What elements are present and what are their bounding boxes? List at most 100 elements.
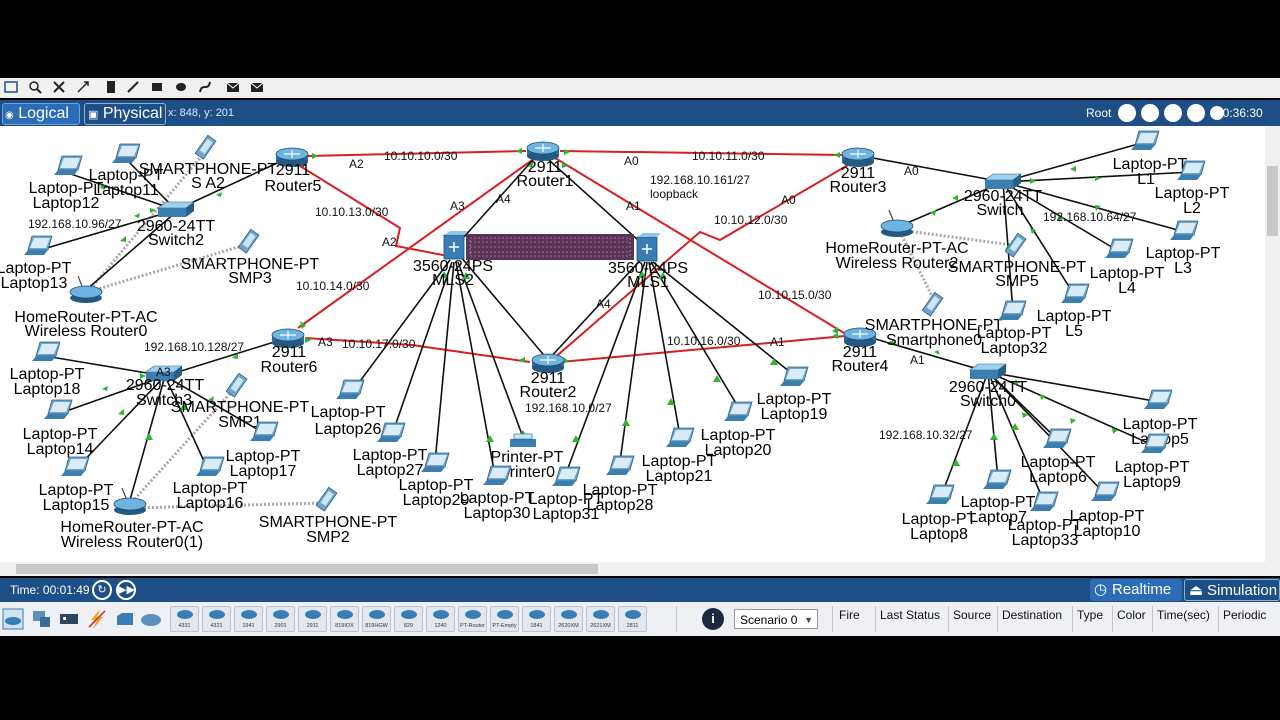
pdu-column-header[interactable]: Time(sec) (1157, 608, 1210, 622)
move-icon[interactable] (1164, 104, 1182, 122)
link-r5-r1[interactable] (307, 150, 527, 157)
device-model-button[interactable]: 1941 (234, 606, 263, 632)
device-model-button[interactable]: 2620XM (554, 606, 583, 632)
miscellaneous-icon[interactable] (114, 608, 136, 630)
device-model-button[interactable]: 1240 (426, 606, 455, 632)
freeform-icon[interactable] (198, 80, 212, 94)
pdu-column-header[interactable]: Periodic (1223, 608, 1267, 622)
device-model-button[interactable]: 819IOX (330, 606, 359, 632)
device-model-button[interactable]: 2811 (618, 606, 647, 632)
device-model-button[interactable]: 819HGW (362, 606, 391, 632)
canvas-horizontal-scrollbar[interactable] (0, 562, 1280, 576)
realtime-mode-button[interactable]: ◷ Realtime (1090, 579, 1182, 601)
link-r1-r6[interactable] (297, 157, 536, 329)
multiuser-connection-icon[interactable] (140, 608, 162, 630)
pdu-column-header[interactable]: Destination (1002, 608, 1063, 622)
link-r3-r2[interactable] (551, 164, 849, 361)
draw-rect-icon[interactable] (150, 80, 164, 94)
add-complex-pdu-icon[interactable] (250, 80, 264, 94)
delete-icon[interactable] (52, 80, 66, 94)
connections-icon[interactable] (86, 608, 108, 630)
info-icon[interactable]: i (702, 608, 724, 630)
background-image-icon[interactable] (1187, 104, 1205, 122)
physical-tab[interactable]: ▣ Physical (84, 103, 166, 125)
note-icon[interactable] (104, 80, 118, 94)
link-r6-mls2[interactable] (304, 337, 413, 346)
pdu-column-header[interactable]: Fire (839, 608, 860, 622)
viewport-icon[interactable] (1210, 106, 1224, 120)
scenario-select[interactable]: Scenario 0 ▼ (734, 609, 818, 629)
link-r1-r4[interactable] (554, 157, 845, 334)
logical-tab[interactable]: ◉ Logical (2, 103, 80, 125)
device-model-button[interactable]: 4331 (170, 606, 199, 632)
select-icon[interactable] (4, 80, 18, 94)
vertical-scroll-thumb[interactable] (1267, 166, 1278, 236)
power-cycle-icon[interactable]: ↻ (92, 580, 112, 600)
pdu-column-header[interactable]: Last Status (880, 608, 941, 622)
device-model-button[interactable]: 2621XM (586, 606, 615, 632)
end-devices-icon[interactable] (30, 608, 52, 630)
device-model-button[interactable]: 1841 (522, 606, 551, 632)
device-model-button[interactable]: PT-Router (458, 606, 487, 632)
draw-ellipse-icon[interactable] (174, 80, 188, 94)
zoom-icon[interactable] (28, 80, 42, 94)
device-model-button[interactable]: PT-Empty (490, 606, 519, 632)
pdu-column-header[interactable]: Color (1117, 608, 1146, 622)
link-mls2-r2[interactable] (411, 344, 531, 363)
device-model-button[interactable]: 2901 (266, 606, 295, 632)
pdu-column-header[interactable]: Source (953, 608, 992, 622)
resize-icon[interactable] (76, 80, 90, 94)
components-icon[interactable] (58, 608, 80, 630)
simulation-mode-button[interactable]: ⏏ Simulation (1184, 579, 1280, 601)
link-r1-r3[interactable] (559, 150, 846, 156)
fast-forward-icon[interactable]: ▶▶ (116, 580, 136, 600)
add-simple-pdu-icon[interactable] (226, 80, 240, 94)
device-lp5[interactable]: Laptop-PTLaptop5 (1123, 389, 1198, 448)
canvas-vertical-scrollbar[interactable] (1265, 126, 1280, 562)
